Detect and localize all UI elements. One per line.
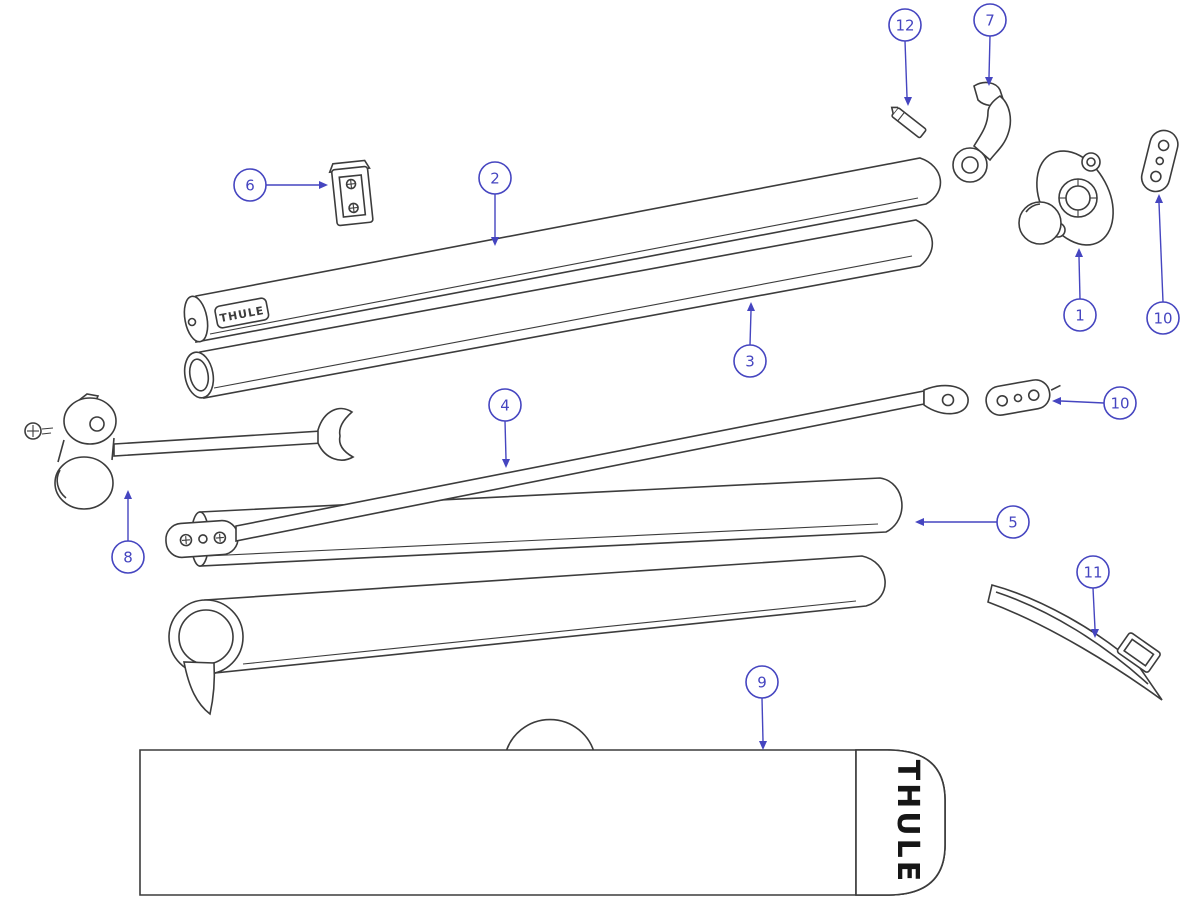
callout-2-label: 2 bbox=[490, 170, 500, 188]
part-10-plate-b bbox=[985, 379, 1061, 416]
callout-11: 11 bbox=[1076, 555, 1110, 638]
part-5-end-plate bbox=[165, 519, 239, 559]
callout-9: 9 bbox=[745, 665, 779, 750]
part-3-lower-tube bbox=[183, 219, 934, 399]
callout-5: 5 bbox=[915, 505, 1030, 539]
part-11-strap bbox=[987, 584, 1163, 701]
callout-7: 7 bbox=[973, 3, 1007, 86]
callout-10-middle-label: 10 bbox=[1110, 395, 1129, 413]
callout-6-label: 6 bbox=[245, 177, 255, 195]
bag-brand-text: THULE bbox=[890, 760, 925, 885]
part-6-mounting-clip bbox=[328, 159, 374, 227]
callout-12-label: 12 bbox=[895, 17, 914, 35]
part-8-crank-assembly bbox=[24, 393, 355, 510]
part-4-tension-pole bbox=[235, 384, 969, 542]
callout-2: 2 bbox=[478, 161, 512, 246]
callout-10-right-label: 10 bbox=[1153, 310, 1172, 328]
callout-7-label: 7 bbox=[985, 12, 995, 30]
bag-handle bbox=[504, 718, 596, 757]
callout-10-middle: 10 bbox=[1052, 386, 1137, 420]
callout-4: 4 bbox=[488, 388, 522, 468]
callout-12: 12 bbox=[888, 8, 922, 106]
callout-8-label: 8 bbox=[123, 549, 133, 567]
callout-8: 8 bbox=[111, 490, 145, 574]
callout-5-label: 5 bbox=[1008, 514, 1018, 532]
part-9-storage-bag: THULE bbox=[139, 718, 946, 896]
part-12-pin bbox=[890, 106, 927, 139]
lower-roller-tube bbox=[168, 555, 886, 716]
part-7-clamp-bracket bbox=[952, 81, 1012, 183]
part-1-hub-assembly bbox=[1018, 150, 1114, 246]
part-2-upper-tube: THULE bbox=[183, 157, 942, 343]
callout-9-label: 9 bbox=[757, 674, 767, 692]
part-10-plate-a bbox=[1140, 129, 1179, 193]
callout-10-right: 10 bbox=[1146, 194, 1180, 335]
callout-4-label: 4 bbox=[500, 397, 510, 415]
callout-1-label: 1 bbox=[1075, 307, 1085, 325]
callout-11-label: 11 bbox=[1083, 564, 1102, 582]
callout-1: 1 bbox=[1063, 248, 1097, 332]
parts-line-art: THULE bbox=[24, 81, 1179, 896]
callouts: 6 2 12 7 3 1 1 bbox=[111, 3, 1180, 750]
callout-6: 6 bbox=[233, 168, 328, 202]
callout-3-label: 3 bbox=[745, 353, 755, 371]
callout-3: 3 bbox=[733, 302, 767, 378]
